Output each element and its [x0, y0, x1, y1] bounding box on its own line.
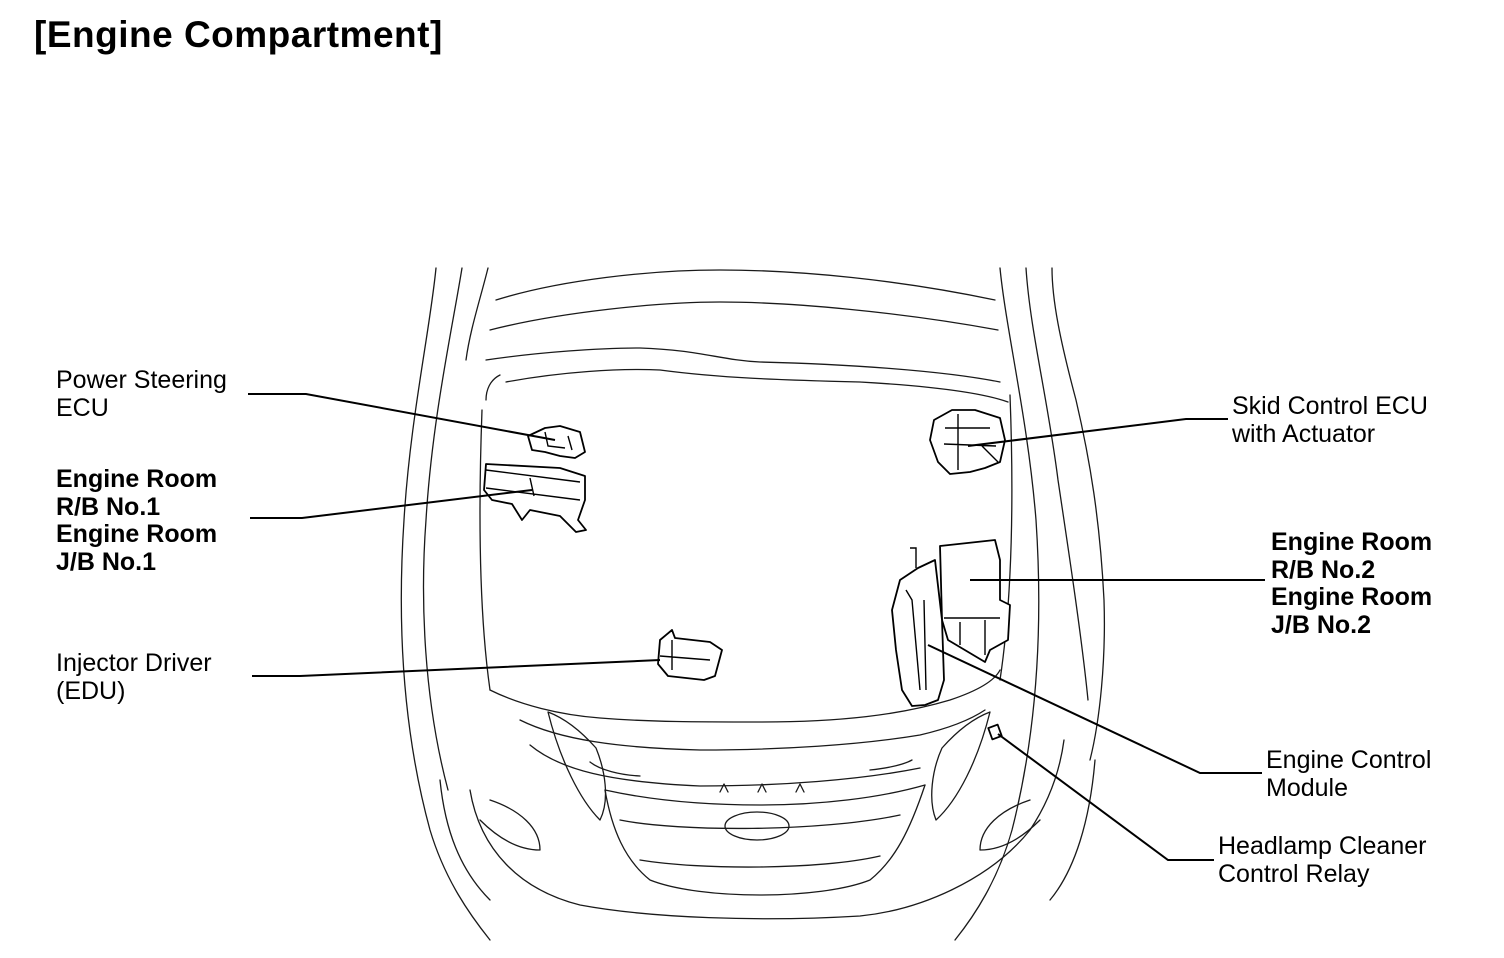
engine-room-rb-jb-no2-shape — [939, 539, 1011, 663]
label-headlamp-cleaner-relay: Headlamp Cleaner Control Relay — [1218, 832, 1427, 888]
power-steering-ecu-shape — [527, 425, 586, 459]
label-injector-driver: Injector Driver (EDU) — [56, 649, 212, 705]
leader-lines — [248, 393, 1265, 861]
label-engine-control-module: Engine Control Module — [1266, 746, 1432, 802]
leader-headlamp-cleaner-relay — [997, 733, 1214, 861]
headlamp-cleaner-relay-shape — [987, 723, 1003, 741]
leader-engine-room-no1 — [250, 489, 533, 519]
skid-control-ecu-shape — [929, 409, 1006, 475]
leader-skid-control-ecu — [967, 418, 1228, 447]
label-power-steering-ecu: Power Steering ECU — [56, 366, 227, 422]
label-engine-room-rb-jb-no2: Engine Room R/B No.2 Engine Room J/B No.… — [1271, 528, 1433, 639]
leader-power-steering-ecu — [248, 393, 556, 441]
label-engine-room-rb-jb-no1: Engine Room R/B No.1 Engine Room J/B No.… — [56, 465, 218, 576]
label-skid-control-ecu: Skid Control ECU with Actuator — [1232, 392, 1428, 448]
leader-engine-control-module — [927, 644, 1262, 774]
car-outline — [400, 267, 1106, 941]
page-title: [Engine Compartment] — [34, 14, 443, 55]
leader-injector-driver — [252, 659, 661, 677]
engine-control-module-shape — [891, 547, 945, 707]
engine-room-rb-jb-no1-shape — [483, 463, 587, 533]
injector-driver-shape — [657, 629, 723, 681]
